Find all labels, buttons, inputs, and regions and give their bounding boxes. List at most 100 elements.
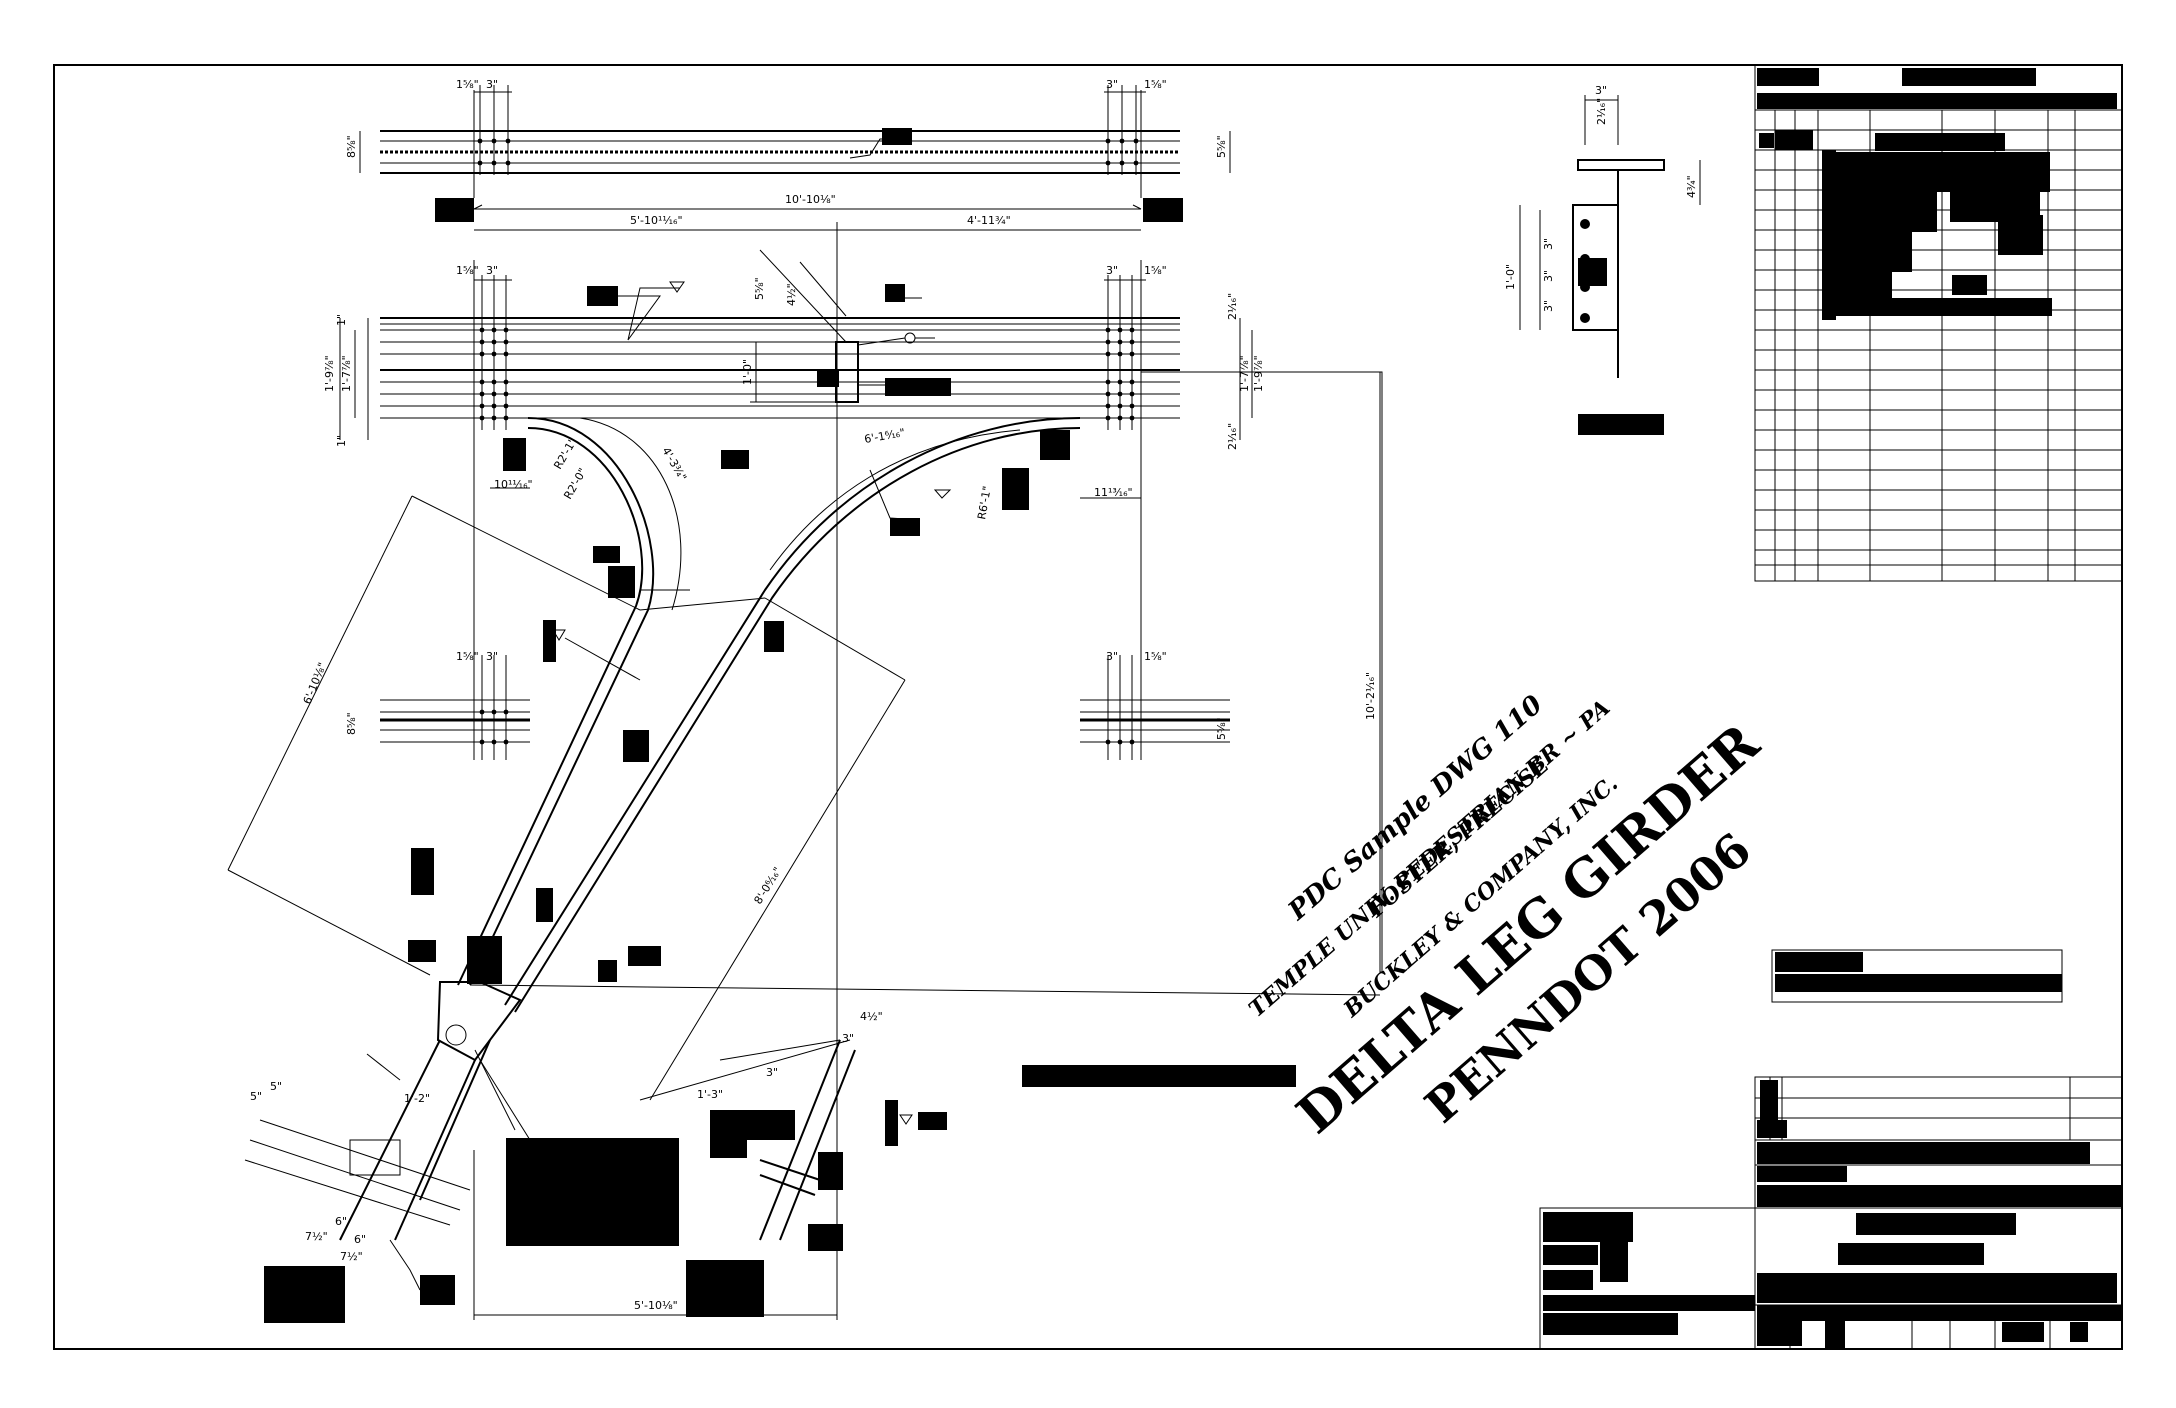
dim-gusset-w: 1'-2": [404, 1092, 430, 1105]
redacted-label: [435, 198, 474, 222]
dim-sec-w: 3": [1595, 84, 1607, 97]
dim-plate-h: 1'-0": [741, 359, 754, 385]
bill-of-materials: [1754, 64, 2123, 582]
redacted-label: [1757, 1142, 2090, 1164]
mid-section-left: 1⅝" 3" 8⅝": [345, 650, 530, 760]
dim-t15-a: 1⅝": [456, 78, 479, 91]
dim-t3-c: 3": [486, 264, 498, 277]
redacted-label: [1856, 1213, 2016, 1235]
dim-left-h1: 1'-9⁷⁄₈": [323, 355, 336, 392]
dim-radius-a: R2'-1": [551, 436, 579, 472]
curved-legs: 4'-3¾" 6'-1⁶⁄₁₆" R2'-1" R2'-0" R6'-1" 10…: [227, 417, 1381, 1101]
redacted-label: [2070, 1322, 2088, 1342]
redacted-label: [1757, 1321, 1802, 1346]
dim-t3-b: 3": [1106, 78, 1118, 91]
redacted-label: [264, 1266, 345, 1323]
dim-t15-f: 1⅝": [1144, 650, 1167, 663]
dim-t15-d: 1⅝": [1144, 264, 1167, 277]
redacted-label: [608, 566, 635, 598]
redacted-label: [890, 518, 920, 536]
bolt-holes: [477, 138, 1139, 166]
redacted-label: [764, 621, 784, 652]
dim-t58-b: 5⅝": [753, 277, 766, 300]
redacted-label: [408, 940, 436, 962]
redacted-label: [420, 1275, 455, 1305]
sheet-border: [53, 64, 2123, 1350]
redacted-label: [747, 1110, 795, 1140]
redacted-label: [506, 1138, 679, 1246]
dim-t15-b: 1⅝": [1144, 78, 1167, 91]
dim-t2-a: 2¹⁄₁₆": [1226, 293, 1239, 320]
dim-t3-d: 3": [1106, 264, 1118, 277]
dim-sec-h: 1'-0": [1504, 264, 1517, 290]
redacted-label: [1775, 130, 1813, 150]
dim-sec-a: 2¹⁄₁₆": [1595, 98, 1608, 125]
redacted-label: [1759, 133, 1774, 148]
redacted-label: [2002, 1322, 2044, 1342]
redacted-label: [1600, 1212, 1628, 1282]
redacted-label: [543, 620, 556, 662]
redacted-label: [1822, 152, 2050, 192]
redacted-label: [1543, 1245, 1598, 1265]
redacted-label: [1822, 192, 1937, 232]
redacted-label: [587, 286, 618, 306]
title-block: [1539, 1076, 2123, 1350]
dim-off-left: 10¹¹⁄₁₆": [494, 478, 533, 491]
dim-t3-e: 3": [486, 650, 498, 663]
dim-right-h2: 1'-7⁷⁄₈": [1238, 355, 1251, 392]
bottom-right-joint: 1'-3" 3" 3" 4½" 5'-10⅛": [473, 1010, 947, 1320]
redacted-label: [1543, 1270, 1593, 1290]
redacted-label: [1757, 1120, 1787, 1138]
dim-t8-a: 8⅝": [345, 135, 358, 158]
redacted-label: [623, 730, 649, 762]
redacted-label: [1822, 298, 2052, 316]
redacted-label: [818, 1152, 843, 1190]
note-box: [1771, 949, 2063, 1003]
dim-radius-c: R6'-1": [975, 485, 994, 520]
redacted-label: [1998, 215, 2043, 255]
redacted-label: [1757, 93, 2117, 109]
redacted-label: [1040, 430, 1070, 460]
redacted-label: [1822, 232, 1912, 272]
mid-section-right: 3" 1⅝" 5⅝": [1080, 650, 1230, 760]
dim-t6-a: 6": [335, 1215, 347, 1228]
redacted-label: [1775, 952, 1863, 972]
dim-t1-b: 1": [335, 435, 348, 447]
redacted-label: [1822, 150, 1836, 320]
dim-t1-a: 1": [335, 314, 348, 326]
redacted-label: [1022, 1065, 1296, 1087]
dim-top-overall: 10'-10⅛": [785, 193, 836, 206]
dim-t15-e: 1⅝": [456, 650, 479, 663]
redacted-label: [503, 438, 526, 471]
dim-radius-b: R2'-0": [561, 466, 589, 502]
top-beam-view: 1⅝" 3" 3" 1⅝" 8⅝" 5⅝" 10'-10⅛" 5'-10¹¹⁄₁…: [345, 78, 1231, 1320]
redacted-label: [1902, 68, 2036, 86]
dim-t3-h: 3": [842, 1032, 854, 1045]
redacted-label: [1757, 68, 1819, 86]
dim-t4-b: 4½": [860, 1010, 883, 1023]
dim-bottom-span: 5'-10⅛": [634, 1299, 678, 1312]
dim-right-h1: 1'-9⁷⁄₈": [1252, 355, 1265, 392]
redacted-label: [593, 546, 620, 563]
redacted-label: [1760, 1080, 1778, 1130]
redacted-label: [1757, 1166, 1847, 1182]
dim-t3-a: 3": [486, 78, 498, 91]
redacted-label: [686, 1260, 764, 1317]
dim-t58-c: 5⅝": [1215, 717, 1228, 740]
redacted-label: [536, 888, 553, 922]
dim-t58-a: 5⅝": [1215, 135, 1228, 158]
dim-arc-right: 6'-1⁶⁄₁₆": [863, 426, 906, 446]
dim-top-left: 5'-10¹¹⁄₁₆": [630, 214, 683, 227]
dim-left-h2: 1'-7⁷⁄₈": [340, 355, 353, 392]
dim-t5-b: 5": [270, 1080, 282, 1093]
redacted-label: [1952, 275, 1987, 295]
dim-t3-k: 3": [1542, 300, 1555, 312]
redacted-label: [882, 128, 912, 145]
dim-sec-d: 4¾": [1685, 175, 1698, 198]
redacted-label: [1825, 1318, 1845, 1348]
redacted-label: [1757, 1185, 2122, 1207]
redacted-label: [1578, 414, 1664, 435]
dim-t4-a: 4½": [785, 283, 798, 306]
dim-gusset-d: 1'-3": [697, 1088, 723, 1101]
